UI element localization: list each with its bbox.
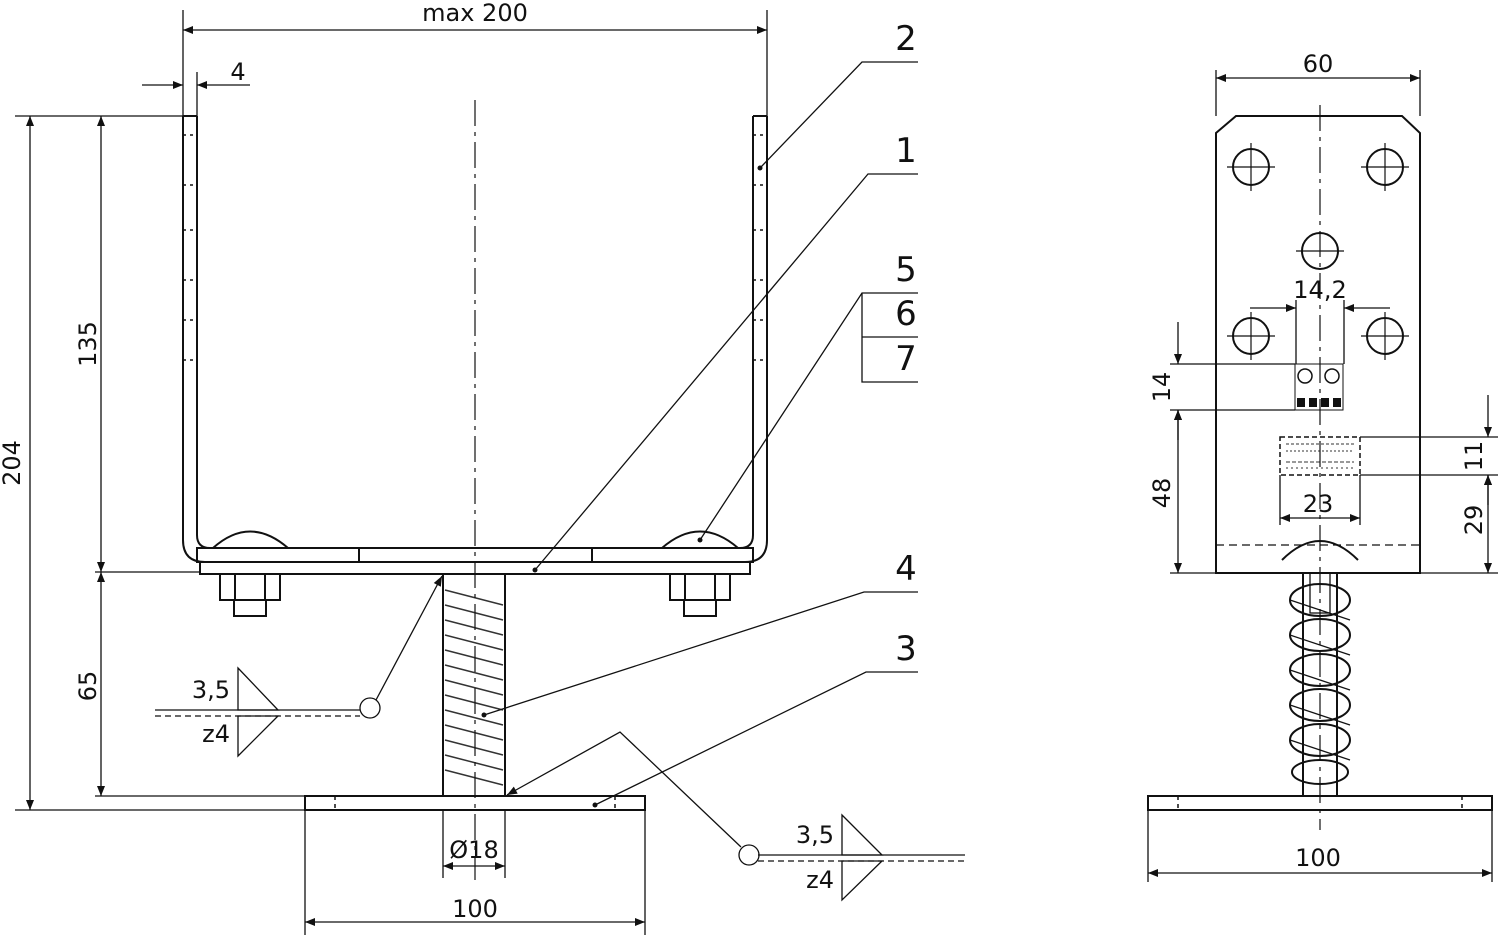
u-bracket-inner xyxy=(196,116,754,549)
weld-upper-count: z4 xyxy=(202,720,230,748)
part-number-5: 5 xyxy=(895,250,917,290)
dim-total-height: 204 xyxy=(0,440,26,486)
front-dimensions xyxy=(15,10,768,935)
dim-label-height: 11 xyxy=(1460,441,1488,472)
dim-label-offset: 29 xyxy=(1460,505,1488,536)
washer-plate-left xyxy=(196,547,360,563)
side-view xyxy=(1147,105,1493,830)
bolt-head-right xyxy=(661,530,739,549)
part-leaders xyxy=(483,61,918,806)
weld-reference-circle-icon xyxy=(359,697,381,719)
part-number-3: 3 xyxy=(895,629,917,669)
dim-bracket-height: 135 xyxy=(74,321,102,367)
dim-wall-thickness: 4 xyxy=(230,58,245,86)
weld-symbol-lower xyxy=(506,731,965,902)
fillet-weld-triangle-icon xyxy=(237,666,280,711)
dim-base-width: 100 xyxy=(452,895,498,923)
front-view xyxy=(182,100,768,880)
part-number-1: 1 xyxy=(895,131,917,171)
part-number-6: 6 xyxy=(895,294,917,334)
weld-lower-count: z4 xyxy=(806,866,834,894)
leader-arrow-icon xyxy=(375,575,443,701)
leader-arrow-icon xyxy=(506,731,742,848)
fillet-weld-triangle-icon xyxy=(841,813,884,856)
part-number-2: 2 xyxy=(895,19,917,59)
dim-label-width: 23 xyxy=(1303,490,1334,518)
weld-reference-circle-icon xyxy=(738,844,760,866)
bolt-head-left xyxy=(212,530,289,549)
label-plate xyxy=(1279,436,1361,476)
dim-stem-diameter: Ø18 xyxy=(449,836,498,864)
weld-lower-size: 3,5 xyxy=(796,821,834,849)
washer-plate-right xyxy=(591,547,754,563)
weld-symbol-upper xyxy=(155,575,443,758)
dim-stamp-height: 14 xyxy=(1148,372,1176,403)
dim-width-max: max 200 xyxy=(422,0,528,27)
part-number-4: 4 xyxy=(895,549,917,589)
dim-hole-spacing: 14,2 xyxy=(1293,276,1346,304)
stamp-mark xyxy=(1294,363,1344,411)
dim-plate-width: 60 xyxy=(1303,50,1334,78)
side-dimensions xyxy=(1147,70,1498,882)
nut-left xyxy=(219,573,281,601)
dim-stem-height: 65 xyxy=(74,671,102,702)
dim-side-base-width: 100 xyxy=(1295,844,1341,872)
dim-slot-offset: 48 xyxy=(1148,478,1176,509)
nut-right xyxy=(669,573,731,601)
weld-upper-size: 3,5 xyxy=(192,676,230,704)
part-number-7: 7 xyxy=(895,339,917,379)
stem-thread-hatch xyxy=(444,589,504,786)
